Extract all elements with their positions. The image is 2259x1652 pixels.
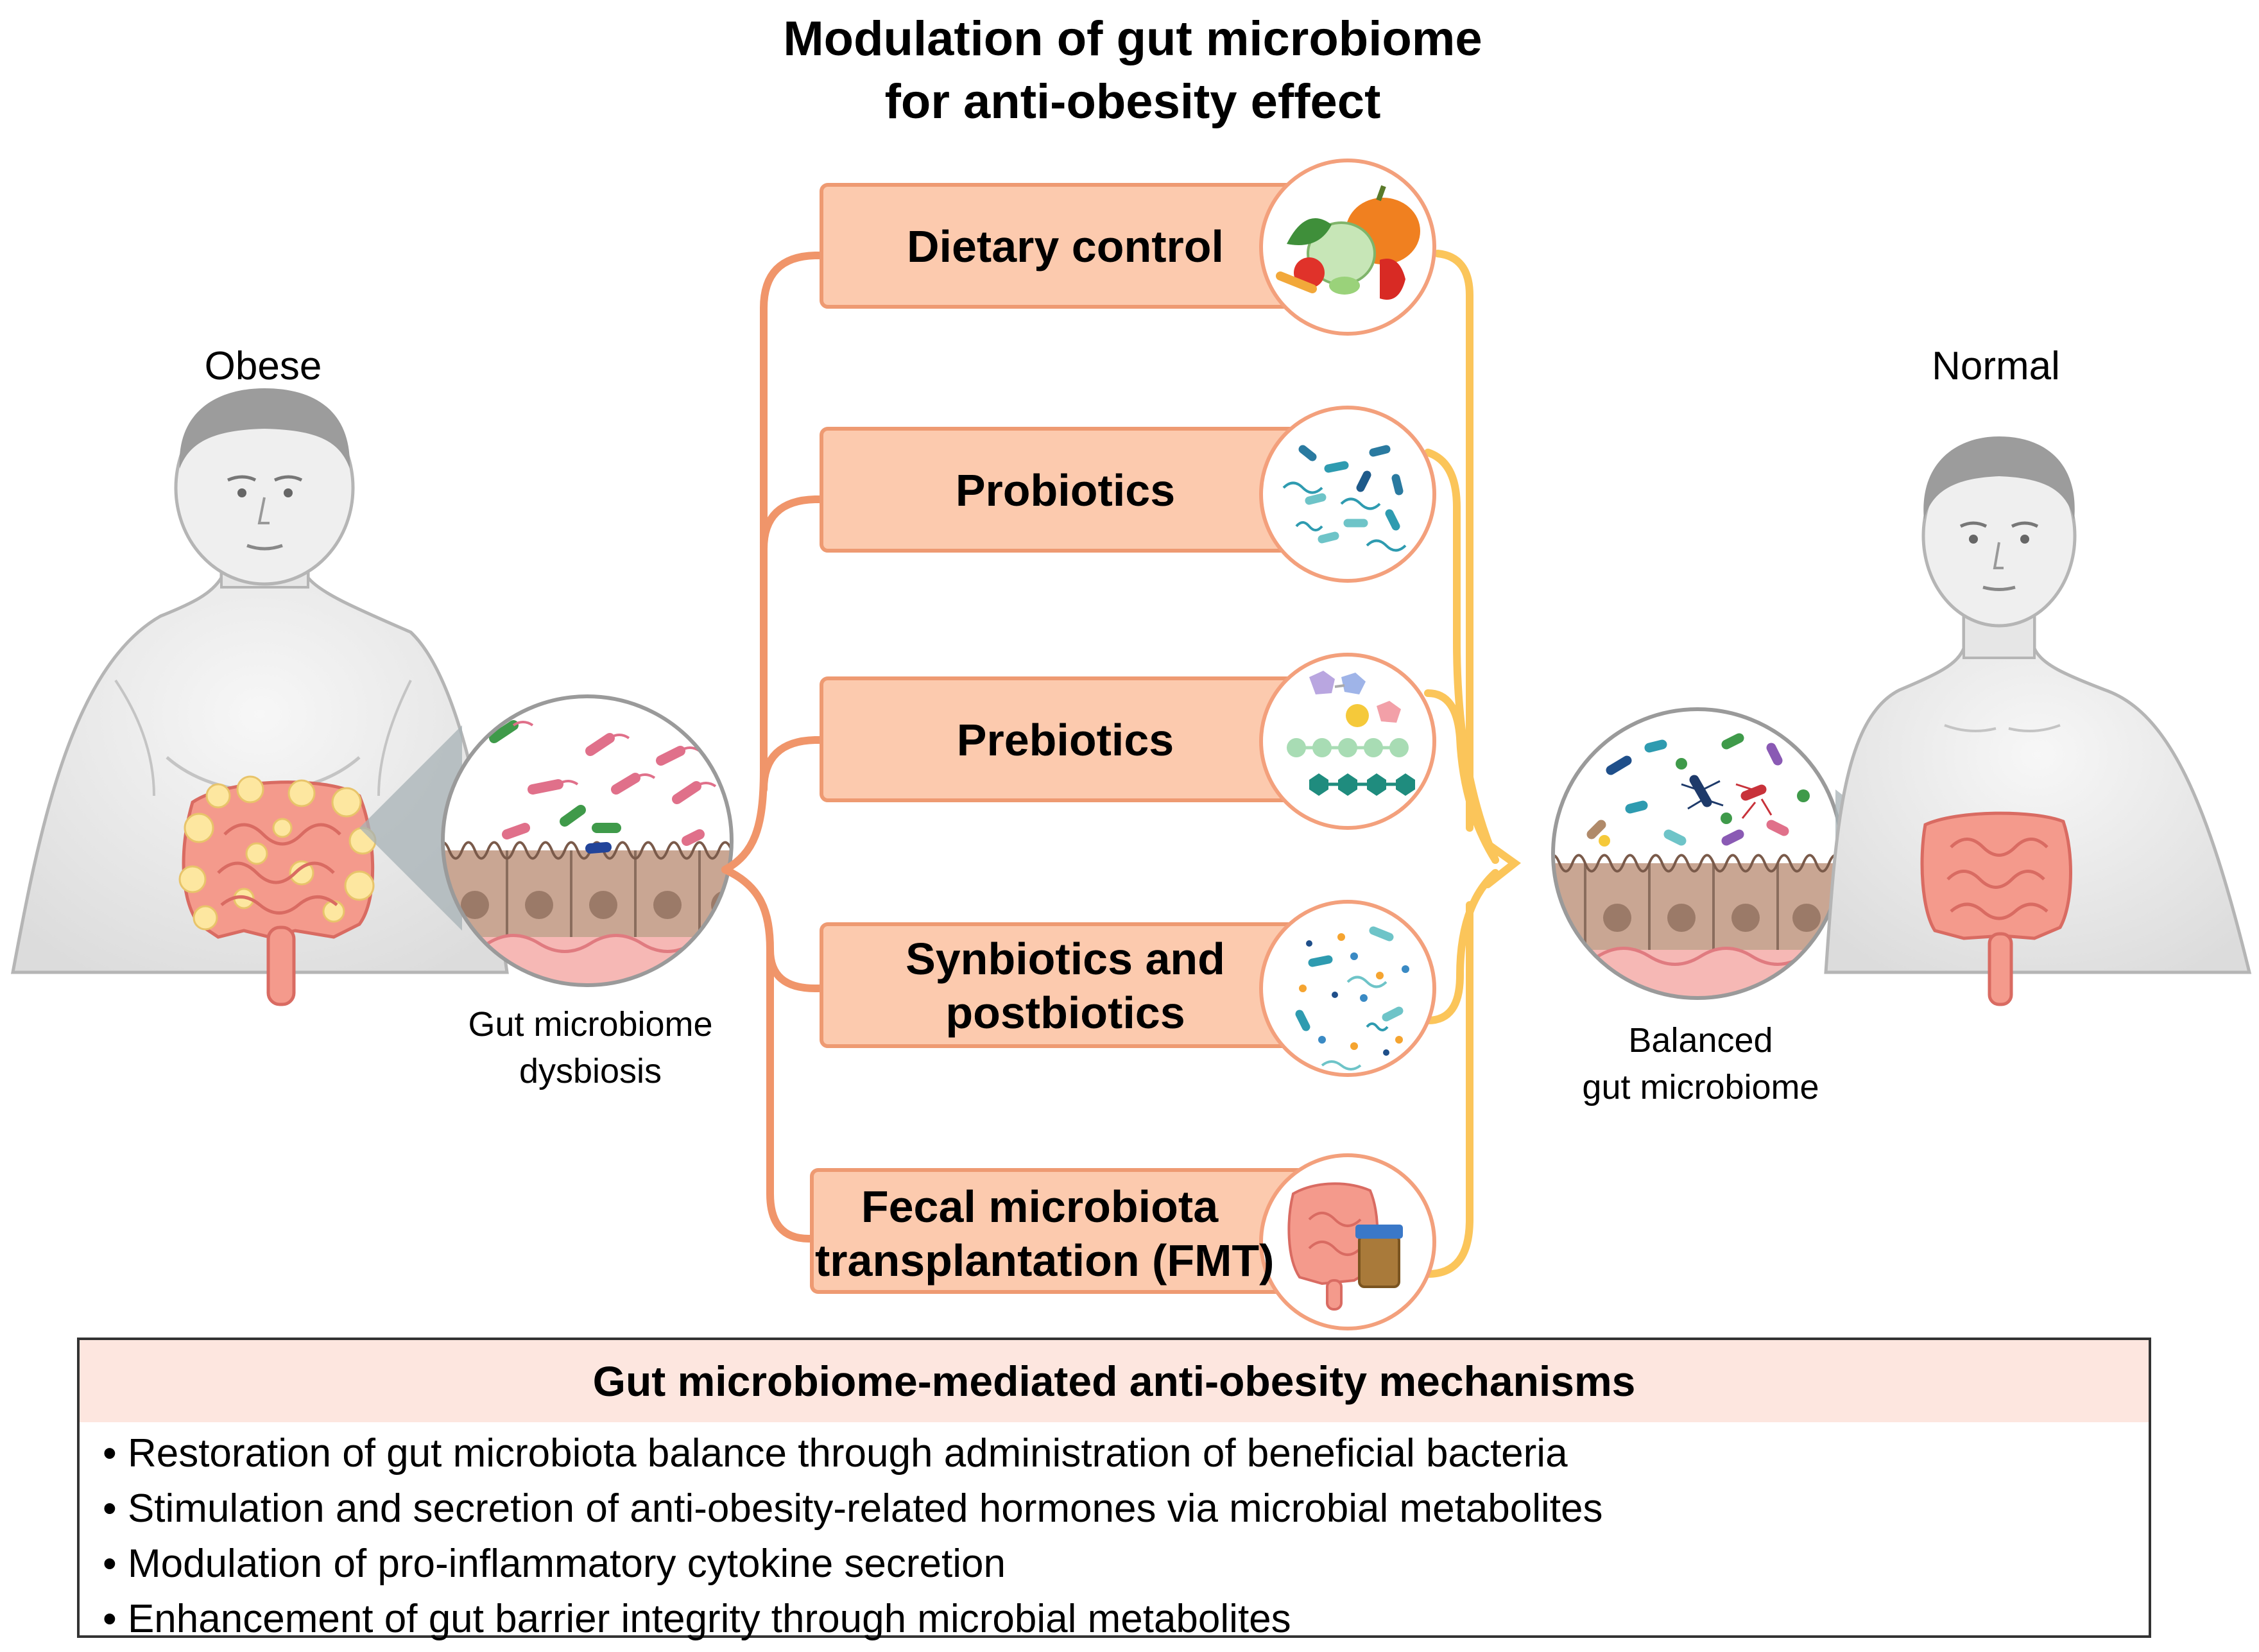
obese-intestine-icon [178,775,377,1006]
bacteria-icon [1259,406,1436,583]
normal-label: Normal [1932,344,2060,388]
probiotics-label: Probiotics [955,465,1176,515]
dysbiosis-label-line2: dysbiosis [519,1052,662,1090]
mechanisms-title: Gut microbiome-mediated anti-obesity mec… [80,1340,2149,1422]
diagram-title-line1: Modulation of gut microbiome [783,12,1482,66]
mechanism-item: Restoration of gut microbiota balance th… [103,1426,2149,1481]
mechanisms-list: Restoration of gut microbiota balance th… [80,1422,2149,1647]
vegetables-icon [1259,159,1436,336]
dysbiosis-label-line1: Gut microbiome [468,1005,713,1044]
obese-person-figure [10,388,509,974]
dietary-control-label: Dietary control [907,221,1224,271]
balanced-label-line2: gut microbiome [1582,1068,1819,1106]
synbiotics-label-line2: postbiotics [945,988,1185,1038]
balanced-label-line1: Balanced [1628,1021,1773,1060]
mechanism-item: Enhancement of gut barrier integrity thr… [103,1592,2149,1647]
prebiotics-label: Prebiotics [956,715,1174,765]
normal-intestine-icon [1920,811,2072,1006]
diagram-title-line2: for anti-obesity effect [884,74,1381,129]
obese-label: Obese [204,344,322,388]
right-connector-lines [1424,250,1522,1278]
fmt-label-line2: transplantation (FMT) [815,1235,1275,1286]
oligosaccharide-chain-icon [1259,653,1436,830]
intestine-stool-jar-icon [1259,1153,1436,1330]
mechanism-item: Modulation of pro-inflammatory cytokine … [103,1536,2149,1592]
mechanisms-box: Gut microbiome-mediated anti-obesity mec… [77,1338,2151,1641]
balanced-microbiome-circle [1551,707,1844,1000]
microbe-particles-icon [1259,900,1436,1077]
left-connector-lines [721,252,829,1243]
synbiotics-label-line1: Synbiotics and [906,934,1225,984]
fmt-label-line1: Fecal microbiota [861,1182,1219,1232]
mechanism-item: Stimulation and secretion of anti-obesit… [103,1481,2149,1536]
